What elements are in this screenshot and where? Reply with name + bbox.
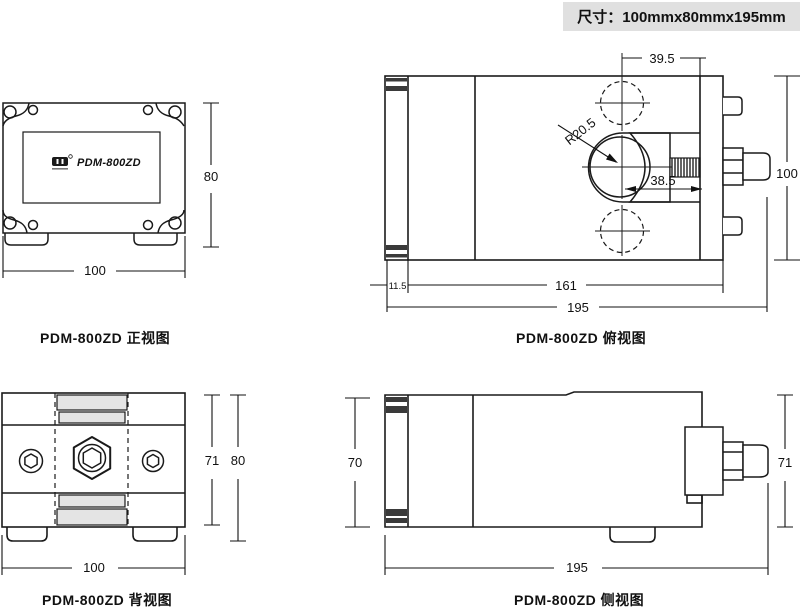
front-foot-left (4, 233, 49, 246)
top-dim-left: 11.5 (389, 281, 407, 292)
side-connector (684, 426, 769, 496)
registered-mark-icon (68, 154, 73, 159)
top-centerlines (582, 53, 672, 256)
side-view-caption: PDM-800ZD 侧视图 (514, 592, 645, 608)
top-dim-height: 100 (776, 166, 798, 181)
front-model-label: PDM-800ZD (77, 157, 141, 169)
front-dim-height: 80 (204, 169, 218, 184)
top-view-caption: PDM-800ZD 俯视图 (516, 330, 647, 346)
side-dim-right-height: 71 (778, 455, 792, 470)
back-dim-width: 100 (83, 560, 105, 575)
side-dim-length: 195 (566, 560, 588, 575)
brand-logo-icon (52, 154, 73, 170)
back-clamp-pads (56, 394, 128, 526)
top-view-drawing: 39.5 R20.5 38.5 100 11.5 161 195 (370, 51, 800, 315)
size-badge: 尺寸：100mmx80mmx195mm (563, 2, 800, 31)
top-rail-bands (386, 78, 407, 258)
side-foot (609, 527, 656, 543)
back-dim-height: 80 (231, 453, 245, 468)
side-view-drawing: 70 71 195 (345, 391, 793, 575)
top-dim-total: 195 (567, 300, 589, 315)
back-view-caption: PDM-800ZD 背视图 (42, 592, 173, 608)
front-view-caption: PDM-800ZD 正视图 (40, 330, 171, 346)
front-dimension-lines (2, 102, 219, 278)
back-body-outline (1, 392, 186, 542)
side-rail-bands (386, 397, 407, 523)
back-view-drawing: 71 80 100 (1, 392, 246, 575)
back-center-nut (72, 436, 112, 480)
top-arrowheads (606, 153, 702, 192)
back-hidden-lines (54, 393, 129, 527)
side-body-outline (384, 391, 703, 543)
top-dim-offset: 39.5 (649, 51, 674, 66)
back-foot-left (6, 527, 48, 542)
front-body-outline (2, 102, 186, 246)
top-connectors (722, 96, 771, 236)
back-foot-right (132, 527, 178, 542)
side-dim-left-height: 70 (348, 455, 362, 470)
back-dim-inner-height: 71 (205, 453, 219, 468)
back-socket-screw-left (18, 448, 44, 474)
top-dim-radius: R20.5 (562, 115, 599, 148)
back-socket-screw-right (141, 449, 165, 473)
side-dimension-lines (345, 394, 793, 575)
back-dimension-lines (1, 394, 246, 575)
front-dim-width: 100 (84, 263, 106, 278)
top-dim-inner: 38.5 (650, 173, 675, 188)
front-foot-right (133, 233, 178, 246)
front-view-drawing: PDM-800ZD 80 100 (2, 102, 219, 278)
top-dimension-lines (370, 57, 800, 312)
top-dim-body: 161 (555, 278, 577, 293)
